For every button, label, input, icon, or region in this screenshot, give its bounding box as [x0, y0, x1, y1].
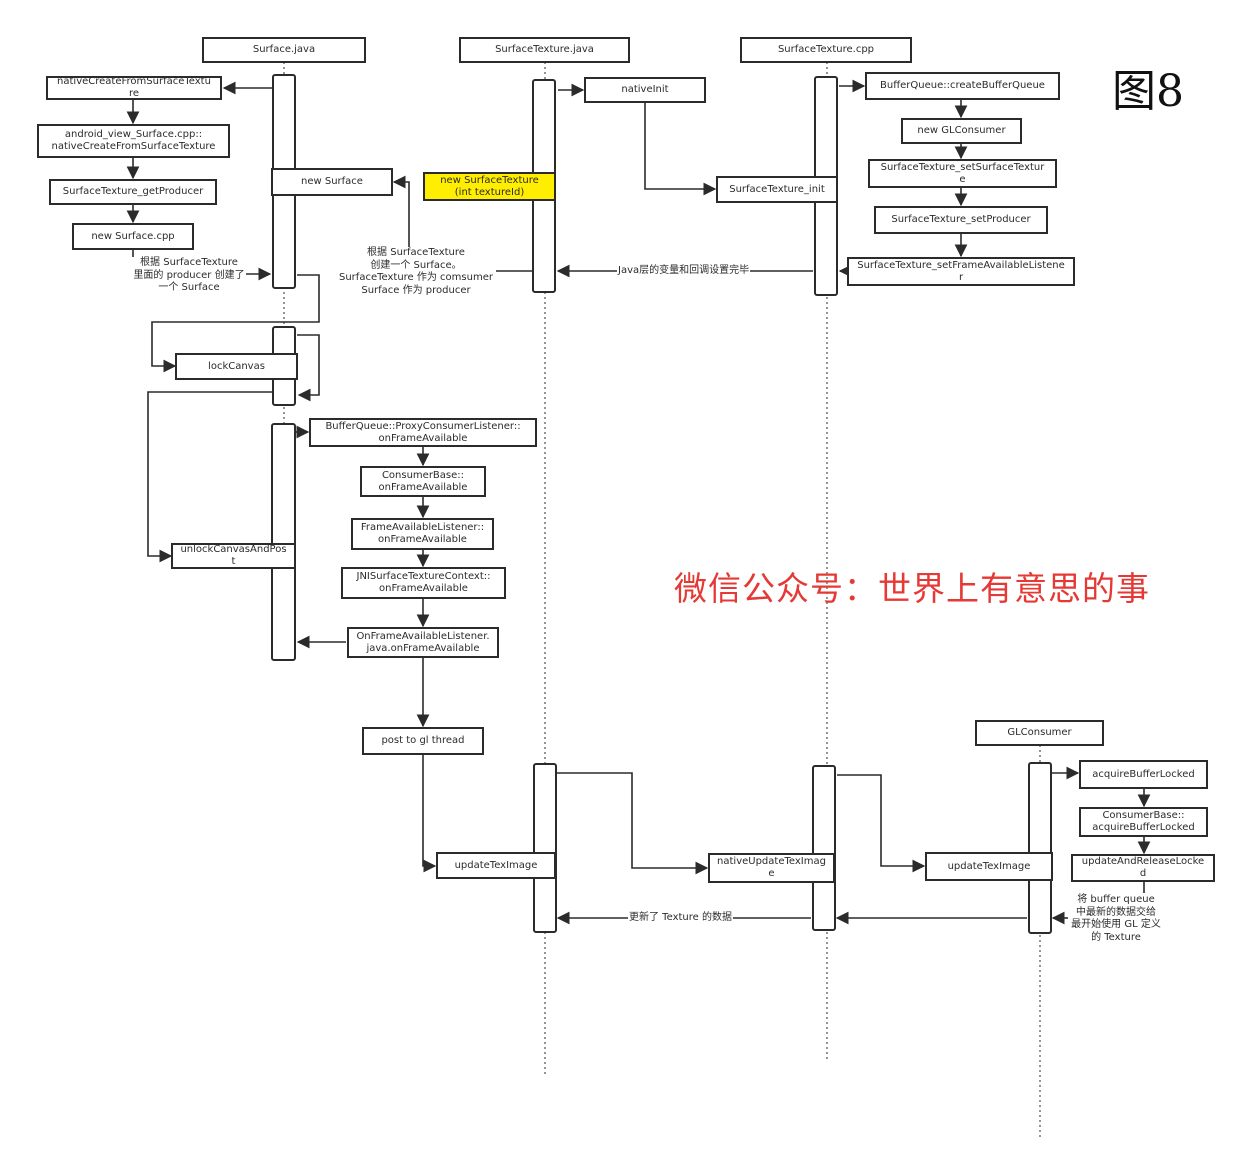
arrow-native-init-to-st-init — [644, 103, 717, 196]
box-new-surface-cpp: new Surface.cpp — [72, 223, 194, 250]
box-native-create-from-surfacetexture: nativeCreateFromSurfaceTextu re — [46, 76, 222, 100]
box-android-view-surface-cpp: android_view_Surface.cpp:: nativeCreateF… — [37, 124, 230, 158]
activation-bar — [812, 765, 836, 931]
box-consumerbase-acquire: ConsumerBase:: acquireBufferLocked — [1079, 807, 1208, 837]
box-bufferqueue-create: BufferQueue::createBufferQueue — [865, 72, 1060, 100]
box-update-tex-image-glconsumer: updateTexImage — [925, 852, 1053, 881]
box-new-surface: new Surface — [271, 168, 393, 196]
activation-bar — [533, 763, 557, 933]
box-surfacetexture-init: SurfaceTexture_init — [716, 176, 838, 203]
box-frame-available-listener: FrameAvailableListener:: onFrameAvailabl… — [351, 518, 494, 550]
note-consumer: 根据 SurfaceTexture 创建一个 Surface。 SurfaceT… — [336, 247, 496, 297]
note-producer: 根据 SurfaceTexture 里面的 producer 创建了 一个 Su… — [132, 257, 246, 295]
arrow-native-to-glc-update — [837, 774, 926, 873]
box-acquire-buffer-locked: acquireBufferLocked — [1079, 760, 1208, 789]
label-texture-updated: 更新了 Texture 的数据 — [628, 912, 733, 924]
arrow-post-to-update-tex — [422, 755, 437, 873]
arrow-lock-canvas-self — [297, 334, 320, 402]
box-on-frame-available-listener: OnFrameAvailableListener. java.onFrameAv… — [347, 627, 499, 658]
box-new-surfacetexture: new SurfaceTexture (int textureId) — [423, 172, 556, 201]
activation-bar — [271, 423, 296, 661]
box-proxy-consumer-listener: BufferQueue::ProxyConsumerListener:: onF… — [309, 418, 537, 447]
lifeline-header-surface-java: Surface.java — [202, 37, 366, 63]
box-set-surface-texture: SurfaceTexture_setSurfaceTextur e — [868, 159, 1057, 188]
box-set-producer: SurfaceTexture_setProducer — [874, 206, 1048, 234]
box-consumerbase-on-frame: ConsumerBase:: onFrameAvailable — [360, 466, 486, 497]
box-new-glconsumer: new GLConsumer — [901, 118, 1022, 144]
box-set-frame-available-listener: SurfaceTexture_setFrameAvailableListene … — [847, 257, 1075, 286]
lifeline-header-surfacetexture-cpp: SurfaceTexture.cpp — [740, 37, 912, 63]
watermark-text: 微信公众号：世界上有意思的事 — [674, 569, 1150, 608]
lifeline-header-surfacetexture-java: SurfaceTexture.java — [459, 37, 630, 63]
label-java-layer-done: Java层的变量和回调设置完毕 — [617, 265, 751, 277]
box-update-and-release-locked: updateAndReleaseLocke d — [1071, 854, 1215, 882]
activation-bar — [1028, 762, 1052, 934]
box-update-tex-image-java: updateTexImage — [436, 852, 556, 879]
box-jni-surfacetexture-context: JNISurfaceTextureContext:: onFrameAvaila… — [341, 567, 506, 599]
box-lock-canvas: lockCanvas — [175, 353, 298, 380]
arrow-update-tex-to-native — [557, 772, 709, 875]
figure-number: 图8 — [1112, 66, 1184, 117]
box-surfacetexture-get-producer: SurfaceTexture_getProducer — [49, 179, 217, 205]
arrow-st-to-new-surface — [392, 175, 410, 248]
note-buffer-queue: 将 buffer queue 中最新的数据交给 最开始使用 GL 定义 的 Te… — [1068, 894, 1164, 944]
box-post-to-gl-thread: post to gl thread — [362, 727, 484, 755]
arrow-to-unlock-canvas — [147, 391, 273, 563]
box-native-init: nativeInit — [584, 77, 706, 103]
lifeline-header-glconsumer: GLConsumer — [975, 720, 1104, 746]
arrow-to-lock-canvas — [151, 274, 320, 373]
box-unlock-canvas-and-post: unlockCanvasAndPos t — [171, 543, 296, 569]
box-native-update-tex-image: nativeUpdateTexImag e — [708, 853, 835, 883]
